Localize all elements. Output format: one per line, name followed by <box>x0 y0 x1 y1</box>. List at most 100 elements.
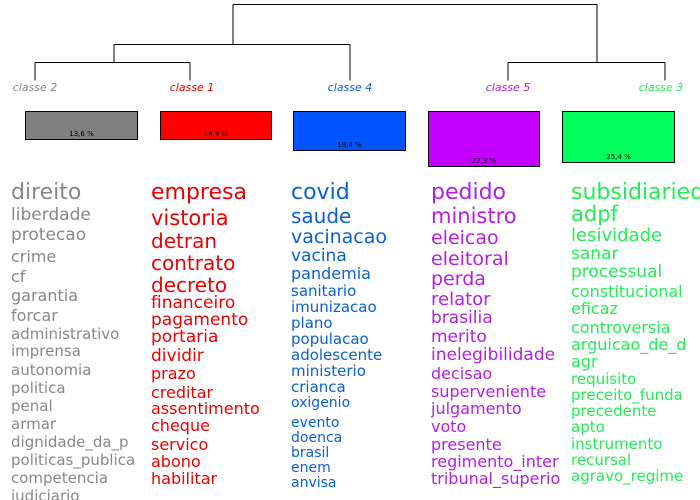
word-classe-2: politicas_publica <box>11 451 136 469</box>
word-classe-2: politica <box>11 379 66 397</box>
word-classe-4: doenca <box>291 430 343 446</box>
word-classe-2: crime <box>11 247 57 266</box>
class-percent-3: 25,4 % <box>606 153 631 161</box>
class-percent-2: 13,6 % <box>69 130 94 138</box>
word-classe-3: recursal <box>571 451 632 469</box>
word-classe-2: garantia <box>11 286 79 305</box>
word-classe-3: instrumento <box>571 435 663 453</box>
word-classe-4: imunizacao <box>291 298 377 316</box>
word-classe-4: evento <box>291 415 340 431</box>
class-box-1: 14,4 % <box>160 111 272 140</box>
word-classe-2: cf <box>11 267 26 286</box>
class-label-5: classe 5 <box>485 81 531 94</box>
word-classe-3: subsidiaried <box>571 182 700 205</box>
word-classe-4: vacina <box>291 246 347 266</box>
word-classe-4: plano <box>291 314 333 332</box>
word-classe-5: inelegibilidade <box>431 345 556 365</box>
word-classe-2: armar <box>11 415 57 433</box>
class-box-2: 13,6 % <box>25 111 138 140</box>
word-classe-3: agravo_regime <box>571 467 684 485</box>
word-classe-4: pandemia <box>291 264 371 283</box>
word-classe-4: vacinacao <box>291 226 388 248</box>
word-classe-2: protecao <box>11 225 87 245</box>
word-classe-3: precedente <box>571 402 657 420</box>
word-classe-1: creditar <box>151 383 214 402</box>
word-classe-5: ministro <box>431 204 517 228</box>
word-classe-3: eficaz <box>571 299 618 318</box>
word-classe-1: habilitar <box>151 469 218 488</box>
word-classe-3: requisito <box>571 370 637 388</box>
word-classe-5: brasilia <box>431 308 493 328</box>
dendro-left-link <box>113 44 351 81</box>
word-classe-4: saude <box>291 204 352 228</box>
class-percent-5: 27,3 % <box>471 157 497 165</box>
word-classe-5: eleicao <box>431 227 499 249</box>
dendro-root-link <box>232 4 598 63</box>
word-classe-1: assentimento <box>151 399 260 418</box>
word-classe-2: liberdade <box>11 205 91 225</box>
word-classe-5: relator <box>431 289 491 310</box>
word-classe-4: anvisa <box>291 475 337 491</box>
word-classe-1: portaria <box>151 327 219 347</box>
word-classe-4: oxigenio <box>291 395 351 411</box>
word-classe-4: populacao <box>291 330 369 348</box>
word-classe-2: imprensa <box>11 342 81 360</box>
word-classe-3: constitucional <box>571 282 683 301</box>
word-classe-5: regimento_inter <box>431 452 559 471</box>
word-classe-5: perda <box>431 268 486 290</box>
word-classe-1: detran <box>151 229 217 253</box>
word-classe-3: arguicao_de_d <box>571 335 687 354</box>
word-classe-4: adolescente <box>291 346 383 364</box>
word-classe-4: sanitario <box>291 282 357 300</box>
class-label-3: classe 3 <box>638 81 684 94</box>
word-classe-3: processual <box>571 262 663 282</box>
word-classe-1: pagamento <box>151 310 249 330</box>
word-classe-1: abono <box>151 452 201 471</box>
word-classe-5: eleitoral <box>431 248 509 270</box>
class-box-4: 19,4 % <box>293 111 406 151</box>
word-classe-3: adpf <box>571 202 618 226</box>
word-classe-1: contrato <box>151 251 236 275</box>
word-classe-5: julgamento <box>431 399 522 418</box>
word-classe-5: pedido <box>431 182 507 205</box>
word-classe-2: direito <box>11 182 82 205</box>
word-classe-2: judiciario <box>11 487 80 500</box>
word-classe-3: lesividade <box>571 225 663 246</box>
word-classe-5: decisao <box>431 364 493 383</box>
word-classe-2: dignidade_da_p <box>11 433 129 451</box>
word-classe-3: preceito_funda <box>571 386 683 404</box>
word-classe-4: ministerio <box>291 362 366 380</box>
word-classe-1: servico <box>151 435 209 454</box>
word-classe-5: merito <box>431 327 487 347</box>
word-classe-2: competencia <box>11 469 109 487</box>
word-classe-1: prazo <box>151 364 196 383</box>
word-classe-4: crianca <box>291 378 346 396</box>
dendro-class53-link <box>507 62 666 81</box>
class-label-2: classe 2 <box>12 81 58 94</box>
word-classe-5: presente <box>431 435 502 454</box>
word-classe-2: autonomia <box>11 361 92 379</box>
class-label-1: classe 1 <box>169 81 215 94</box>
class-percent-4: 19,4 % <box>337 141 362 149</box>
word-classe-1: decreto <box>151 273 228 297</box>
word-classe-3: sanar <box>571 244 619 264</box>
word-classe-4: enem <box>291 460 331 476</box>
word-classe-2: administrativo <box>11 325 120 343</box>
class-box-5: 27,3 % <box>428 111 540 167</box>
word-classe-4: covid <box>291 182 350 205</box>
dendro-class21-link <box>34 62 191 81</box>
word-classe-3: agr <box>571 352 598 371</box>
word-classe-1: financeiro <box>151 293 236 313</box>
class-percent-1: 14,4 % <box>203 130 229 138</box>
class-label-4: classe 4 <box>327 81 373 94</box>
word-classe-4: brasil <box>291 445 330 461</box>
word-classe-1: empresa <box>151 182 247 205</box>
word-classe-3: controversia <box>571 318 671 337</box>
word-classe-1: vistoria <box>151 206 229 230</box>
